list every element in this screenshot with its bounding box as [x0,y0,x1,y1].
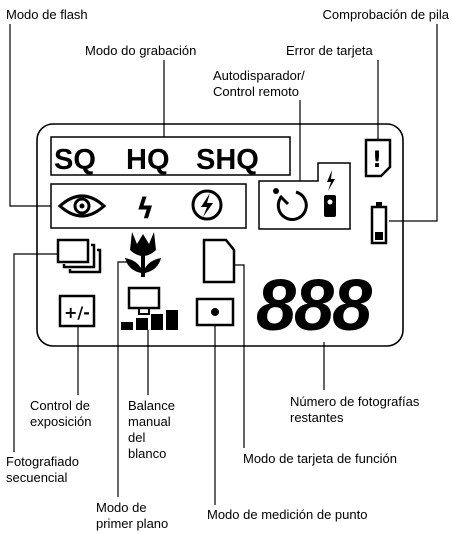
label-closeup-2: primer plano [96,516,168,531]
red-eye-icon [57,194,107,218]
remote-control-icon [324,170,336,217]
label-function-card: Modo de tarjeta de función [243,451,397,466]
leader-flash-mode [9,24,51,207]
exposure-text: +/- [64,303,90,322]
label-card-error: Error de tarjeta [286,43,373,58]
label-flash-mode: Modo de flash [6,7,88,22]
flash-bolt-icon: ϟ [136,192,154,225]
battery-icon [370,202,388,245]
label-battery-check: Comprobación de pila [323,7,450,22]
label-exposure-1: Control de [30,398,90,413]
function-card-icon [202,238,236,284]
label-remaining-2: restantes [290,410,344,425]
label-record-mode: Modo do grabación [85,43,196,58]
leader-sequential [13,253,58,452]
label-white-balance-2: manual [128,414,171,429]
quality-hq: HQ [126,144,170,176]
self-timer-box [258,162,351,230]
leader-battery [389,24,438,222]
label-remaining-1: Número de fotografías [290,394,420,409]
exposure-compensation-icon: +/- [58,294,96,328]
label-white-balance-1: Balance [128,398,175,413]
self-timer-icon [273,188,308,221]
frame-counter: 888 [256,266,372,346]
label-white-balance-3: del [128,430,145,445]
label-spot-metering: Modo de medición de punto [207,507,367,522]
leader-closeup [117,261,132,497]
label-exposure-2: exposición [30,414,91,429]
card-error-icon: ! [364,138,392,178]
card-error-mark: ! [372,148,382,173]
quality-shq: SHQ [196,144,259,176]
sequential-shooting-icon [56,238,102,274]
macro-tulip-icon [125,232,161,277]
spot-metering-icon [195,297,235,327]
label-sequential-2: secuencial [6,470,68,485]
leader-function-card [234,264,245,448]
quality-sq: SQ [54,144,96,176]
label-white-balance-4: blanco [128,446,166,461]
label-self-timer-2: Control remoto [213,84,299,99]
flash-off-icon [191,189,223,221]
quality-box [50,136,291,176]
white-balance-icon [121,286,178,330]
label-sequential-1: Fotografiado [6,454,79,469]
label-closeup-1: Modo de [96,500,147,515]
label-self-timer-1: Autodisparador/ [213,68,305,83]
lcd-frame [36,123,404,347]
